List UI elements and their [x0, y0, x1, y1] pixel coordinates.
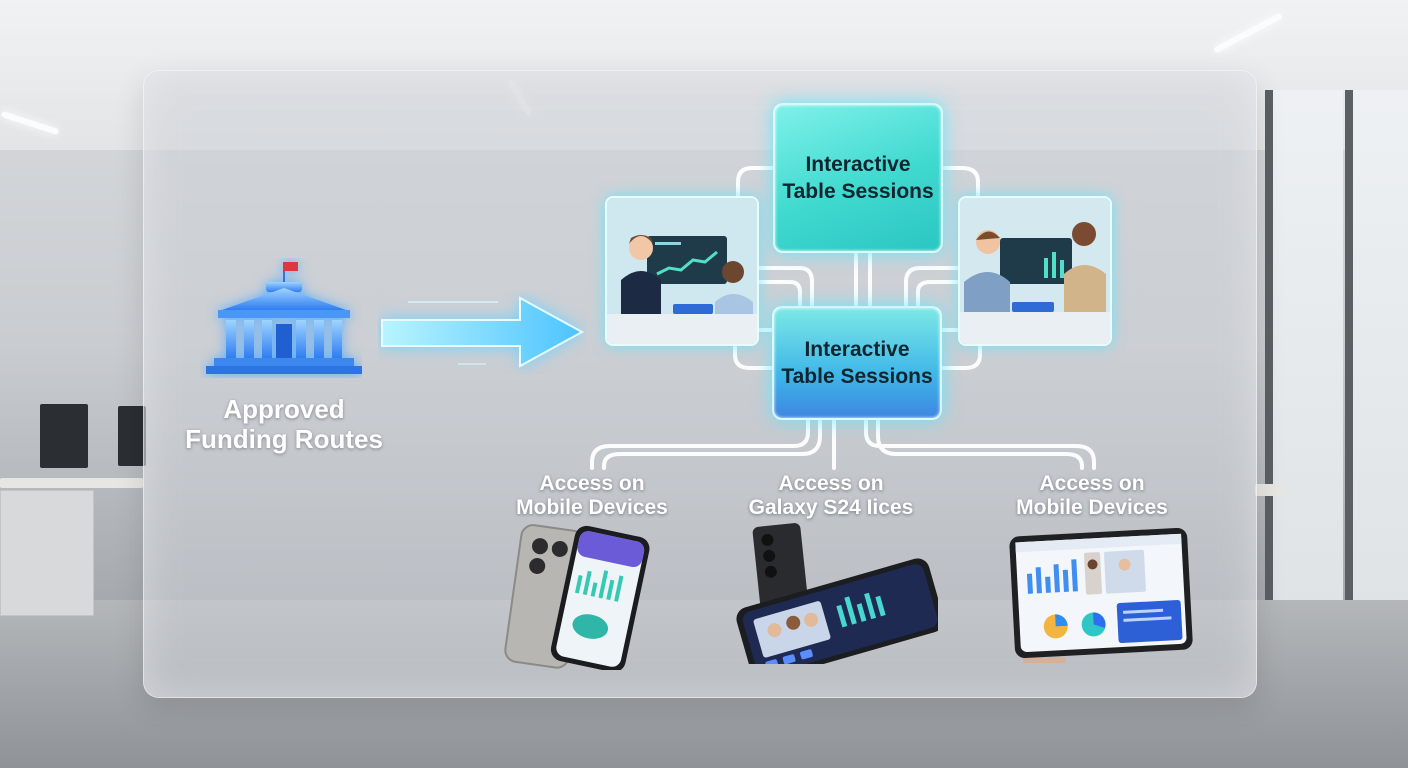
session-bottom-line2: Table Sessions [781, 365, 933, 388]
funding-label-line2: Funding Routes [185, 424, 383, 454]
meeting-photo-right [958, 196, 1112, 346]
background-cabinet [0, 490, 94, 616]
smartphone-icon [504, 524, 650, 670]
meeting-photo-left [605, 196, 759, 346]
flow-arrow [381, 296, 585, 368]
background-desk [0, 478, 143, 488]
meeting-illustration [960, 198, 1110, 344]
session-box-bottom: Interactive Table Sessions [772, 306, 942, 420]
access-label-line2: Galaxy S24 Iices [748, 496, 914, 519]
access-label-line1: Access on [778, 472, 884, 495]
access-label-line1: Access on [1039, 472, 1145, 495]
access-label-mobile-2: Access on Mobile Devices [987, 472, 1197, 520]
access-label-mobile-1: Access on Mobile Devices [487, 472, 697, 520]
session-top-line2: Table Sessions [782, 180, 934, 203]
session-bottom-line1: Interactive [804, 338, 910, 361]
galaxy-phone-icon [736, 523, 938, 664]
window-pane [1265, 90, 1343, 610]
access-label-line2: Mobile Devices [1016, 496, 1168, 519]
background-desk [1255, 484, 1283, 496]
meeting-illustration [607, 198, 757, 344]
session-top-line1: Interactive [805, 153, 911, 176]
access-label-line1: Access on [539, 472, 645, 495]
window-pane [1345, 90, 1408, 610]
government-building-icon [206, 262, 362, 374]
background-monitor [118, 406, 146, 466]
access-label-galaxy: Access on Galaxy S24 Iices [726, 472, 936, 520]
background-monitor [40, 404, 88, 468]
funding-label: Approved Funding Routes [160, 394, 408, 454]
session-box-top: Interactive Table Sessions [773, 103, 943, 253]
tablet-icon [1009, 528, 1193, 663]
funding-label-line1: Approved [223, 394, 345, 424]
access-label-line2: Mobile Devices [516, 496, 668, 519]
